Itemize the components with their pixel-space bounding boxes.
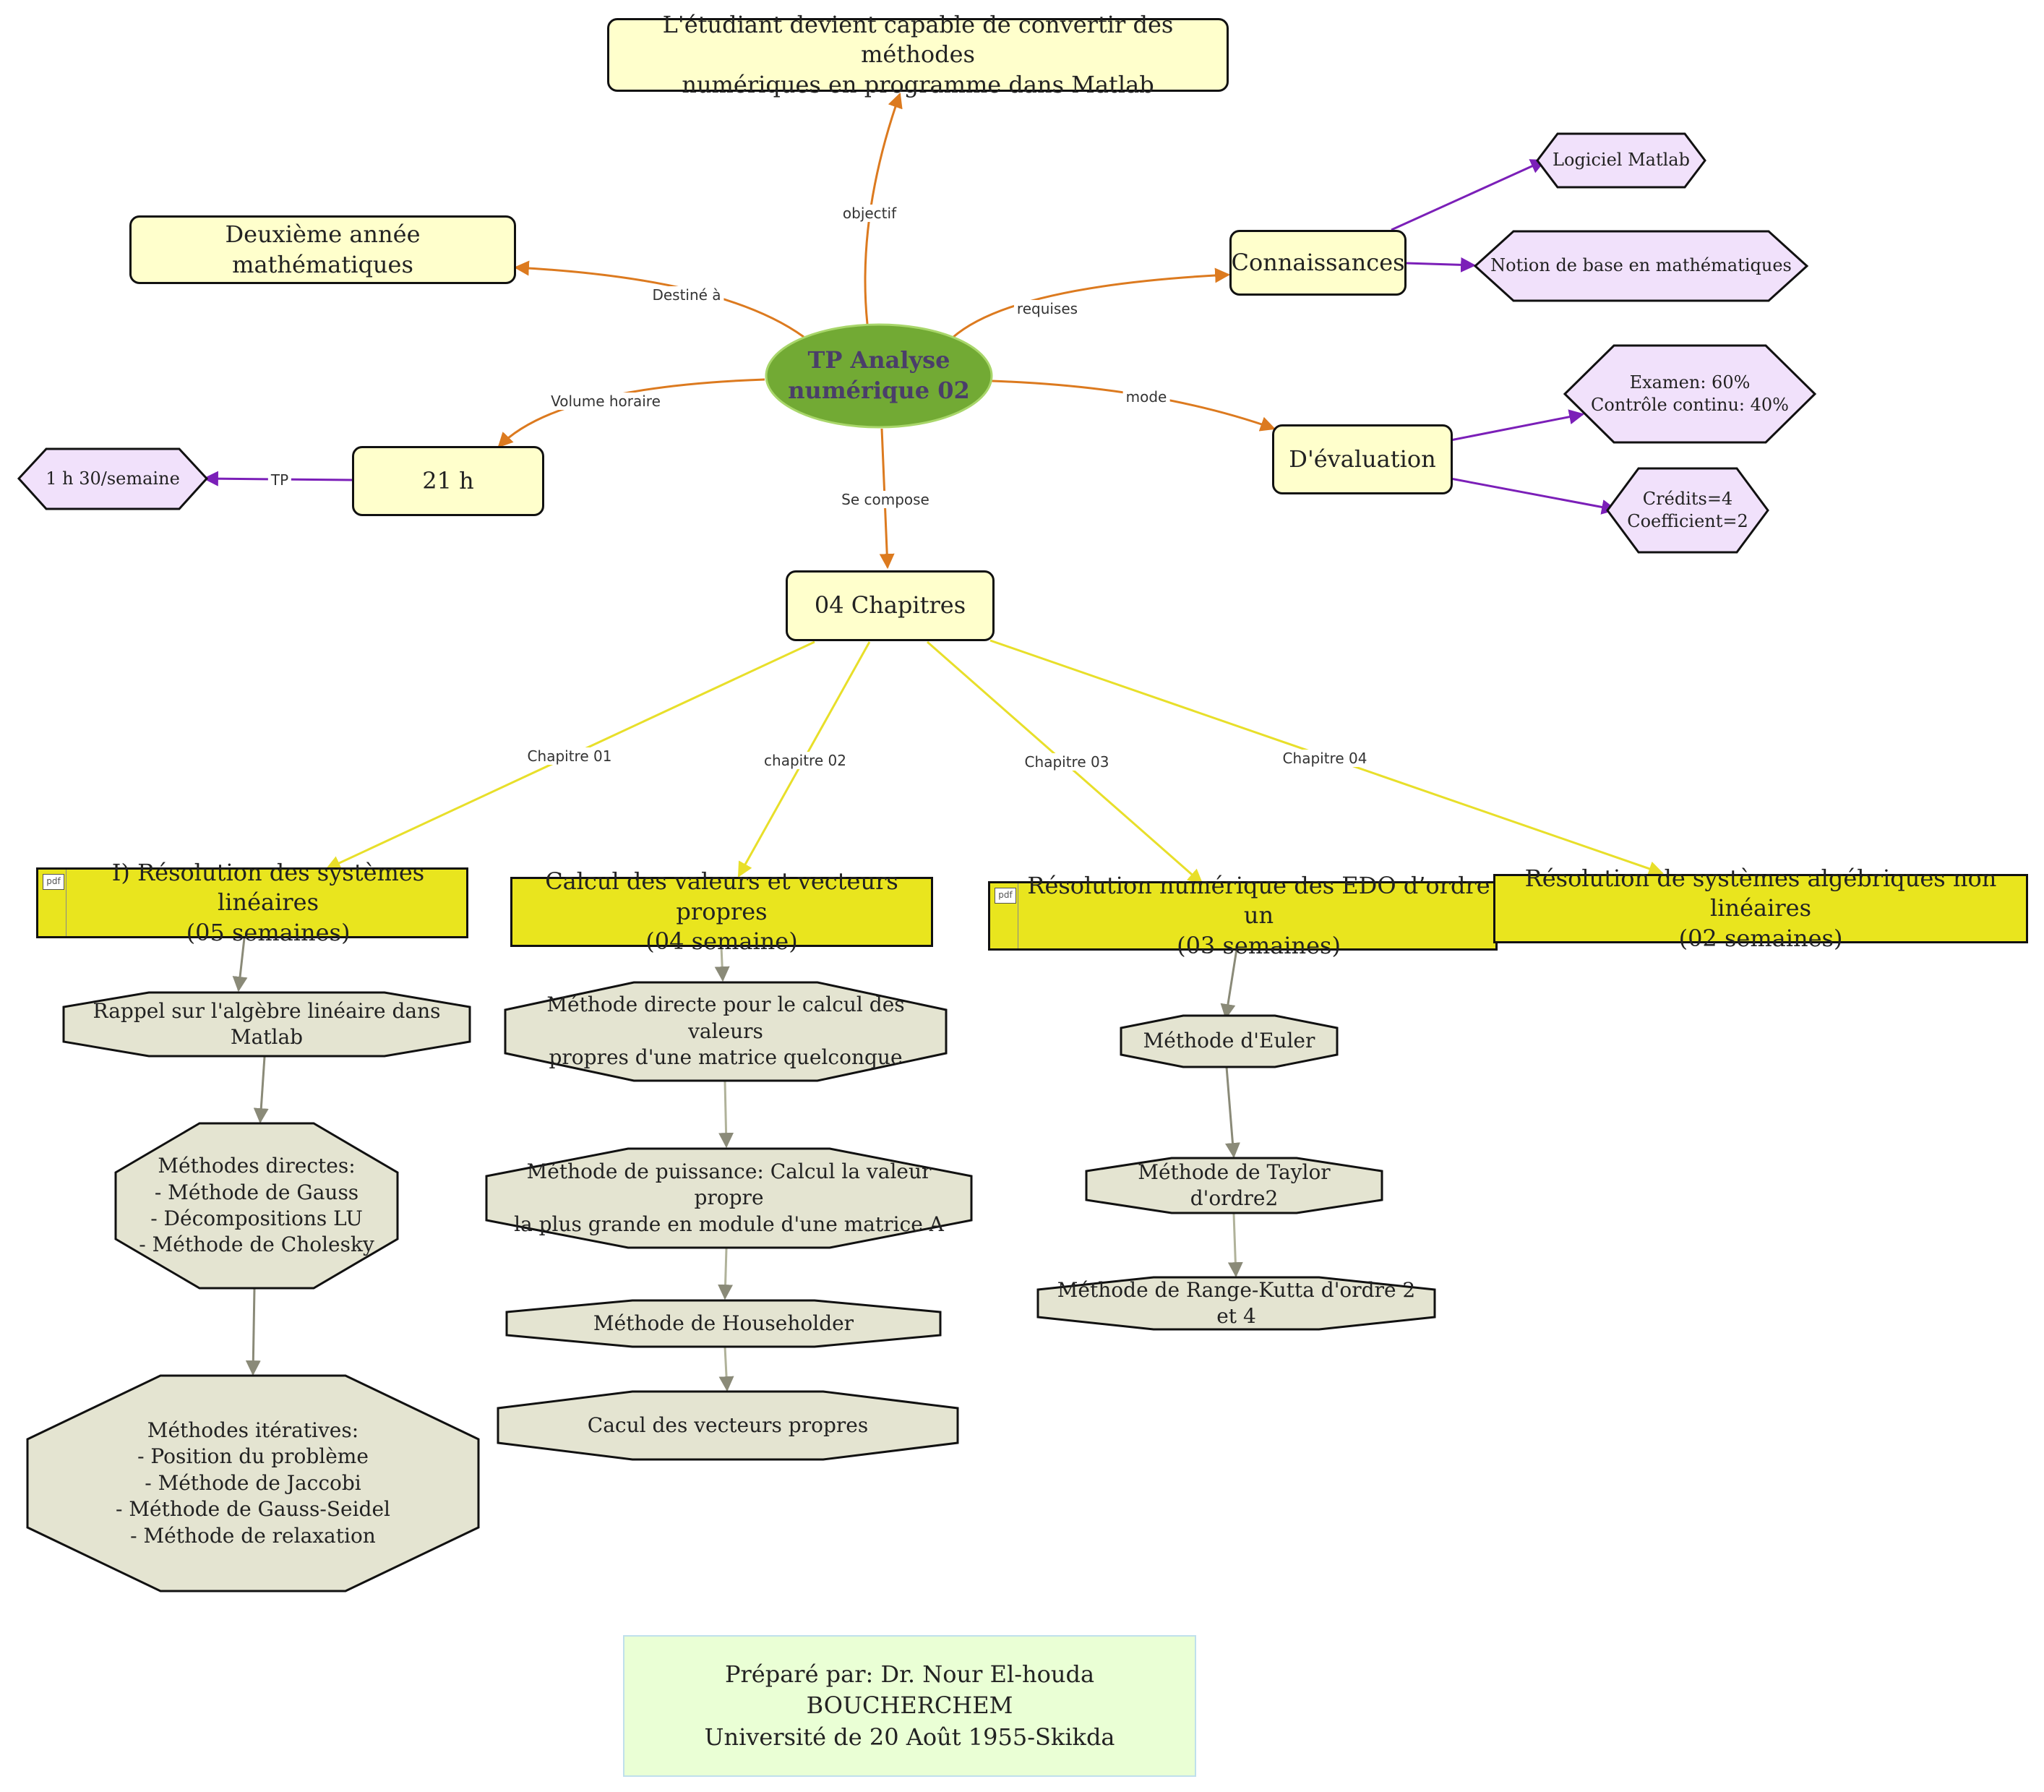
method-1-2[interactable]: Méthodes directes: - Méthode de Gauss - …: [114, 1122, 399, 1290]
edge-label-ch02: chapitre 02: [761, 752, 849, 769]
node-evaluation[interactable]: D'évaluation: [1272, 424, 1453, 494]
edge-label-requises: requises: [1013, 300, 1081, 317]
node-objective[interactable]: L'étudiant devient capable de convertir …: [607, 11, 1229, 98]
edge-m1-2: [253, 1056, 269, 1124]
edge-requises: [952, 267, 1231, 339]
edge-label-mode: mode: [1122, 388, 1170, 406]
edge-m3-1: [1220, 948, 1238, 1020]
edge-math-basics: [1405, 257, 1477, 273]
hexagon-credits-label: Crédits=4 Coefficient=2: [1627, 488, 1748, 531]
edge-label-ch04: Chapitre 04: [1279, 750, 1370, 767]
author-credit-box: Préparé par: Dr. Nour El-houda BOUCHERCH…: [623, 1635, 1196, 1777]
edge-m3-2: [1225, 1066, 1240, 1159]
hexagon-matlab[interactable]: Logiciel Matlab: [1536, 132, 1706, 189]
edge-label-tp: TP: [267, 471, 292, 489]
method-1-3-label: Méthodes itératives: - Position du probl…: [116, 1418, 390, 1548]
edge-label-destine: Destiné à: [649, 286, 724, 304]
hexagon-weekly-hours[interactable]: 1 h 30/semaine: [17, 447, 208, 510]
method-3-1[interactable]: Méthode d'Euler: [1120, 1014, 1339, 1068]
central-topic-ellipse: [765, 323, 993, 429]
method-1-1-label: Rappel sur l'algèbre linéaire dans Matla…: [93, 998, 441, 1049]
pdf-attachment-icon[interactable]: pdf: [995, 888, 1016, 904]
central-topic-label: TP Analyse numérique 02: [788, 346, 970, 404]
chapter-04-box[interactable]: Résolution de systèmes algébriques non l…: [1493, 865, 2028, 952]
edge-m2-4: [718, 1346, 734, 1392]
chapter-02-box[interactable]: Calcul des valeurs et vecteurs propres (…: [510, 867, 933, 955]
hexagon-matlab-label: Logiciel Matlab: [1553, 150, 1690, 171]
edge-m1-1: [232, 938, 248, 993]
method-3-1-label: Méthode d'Euler: [1143, 1029, 1315, 1053]
edge-m3-3: [1227, 1213, 1243, 1278]
edge-exam: [1450, 409, 1585, 442]
method-1-2-label: Méthodes directes: - Méthode de Gauss - …: [139, 1154, 374, 1257]
node-hours[interactable]: 21 h: [352, 446, 544, 516]
method-1-3[interactable]: Méthodes itératives: - Position du probl…: [26, 1374, 480, 1592]
method-2-4[interactable]: Cacul des vecteurs propres: [497, 1390, 959, 1461]
hexagon-weekly-hours-label: 1 h 30/semaine: [46, 468, 180, 489]
edge-m1-3: [245, 1287, 261, 1376]
method-2-3-label: Méthode de Householder: [593, 1311, 854, 1335]
edge-credits: [1450, 477, 1618, 515]
edge-m2-3: [718, 1248, 734, 1300]
edge-label-volume: Volume horaire: [548, 393, 664, 410]
edge-m2-2: [718, 1081, 734, 1149]
chapter-03-title: Résolution numérique des EDO d’ordre un …: [1027, 871, 1490, 959]
hexagon-math-basics[interactable]: Notion de base en mathématiques: [1474, 230, 1808, 302]
method-2-4-label: Cacul des vecteurs propres: [587, 1412, 869, 1437]
chapter-02-title: Calcul des valeurs et vecteurs propres (…: [545, 867, 898, 956]
hexagon-credits[interactable]: Crédits=4 Coefficient=2: [1606, 467, 1769, 554]
central-topic[interactable]: TP Analyse numérique 02: [765, 323, 993, 429]
node-knowledge[interactable]: Connaissances: [1229, 230, 1407, 296]
method-2-2[interactable]: Méthode de puissance: Calcul la valeur p…: [485, 1147, 973, 1249]
method-1-1[interactable]: Rappel sur l'algèbre linéaire dans Matla…: [62, 991, 471, 1058]
edge-volume: [497, 378, 765, 448]
method-2-1[interactable]: Méthode directe pour le calcul des valeu…: [504, 981, 948, 1082]
method-3-2-label: Méthode de Taylor d'ordre2: [1138, 1159, 1331, 1210]
method-2-3[interactable]: Méthode de Householder: [505, 1299, 942, 1348]
hexagon-exam-label: Examen: 60% Contrôle continu: 40%: [1591, 372, 1789, 415]
hexagon-math-basics-label: Notion de base en mathématiques: [1490, 255, 1792, 276]
edge-label-ch03: Chapitre 03: [1021, 753, 1112, 771]
method-2-2-label: Méthode de puissance: Calcul la valeur p…: [514, 1159, 944, 1236]
method-2-1-label: Méthode directe pour le calcul des valeu…: [546, 993, 905, 1070]
chapter-01-title: I) Résolution des systèmes linéaires (05…: [111, 858, 425, 946]
method-3-3-label: Méthode de Range-Kutta d'ordre 2 et 4: [1057, 1277, 1416, 1328]
method-3-2[interactable]: Méthode de Taylor d'ordre2: [1085, 1157, 1383, 1214]
edge-matlab: [1391, 159, 1546, 231]
edge-label-ch01: Chapitre 01: [524, 747, 615, 765]
edge-label-compose: Se compose: [838, 491, 932, 508]
chapter-03-box[interactable]: pdf Résolution numérique des EDO d’ordre…: [988, 872, 1498, 959]
method-3-3[interactable]: Méthode de Range-Kutta d'ordre 2 et 4: [1036, 1276, 1436, 1331]
chapter-01-box[interactable]: pdf I) Résolution des systèmes linéaires…: [36, 859, 468, 946]
node-chapters[interactable]: 04 Chapitres: [786, 570, 995, 641]
edge-label-objectif: objectif: [839, 205, 900, 222]
chapter-04-title: Résolution de systèmes algébriques non l…: [1524, 864, 1997, 952]
node-audience[interactable]: Deuxième année mathématiques: [129, 215, 516, 284]
hexagon-exam[interactable]: Examen: 60% Contrôle continu: 40%: [1563, 344, 1816, 444]
pdf-attachment-icon[interactable]: pdf: [43, 874, 64, 890]
edge-m2-1: [714, 946, 730, 982]
